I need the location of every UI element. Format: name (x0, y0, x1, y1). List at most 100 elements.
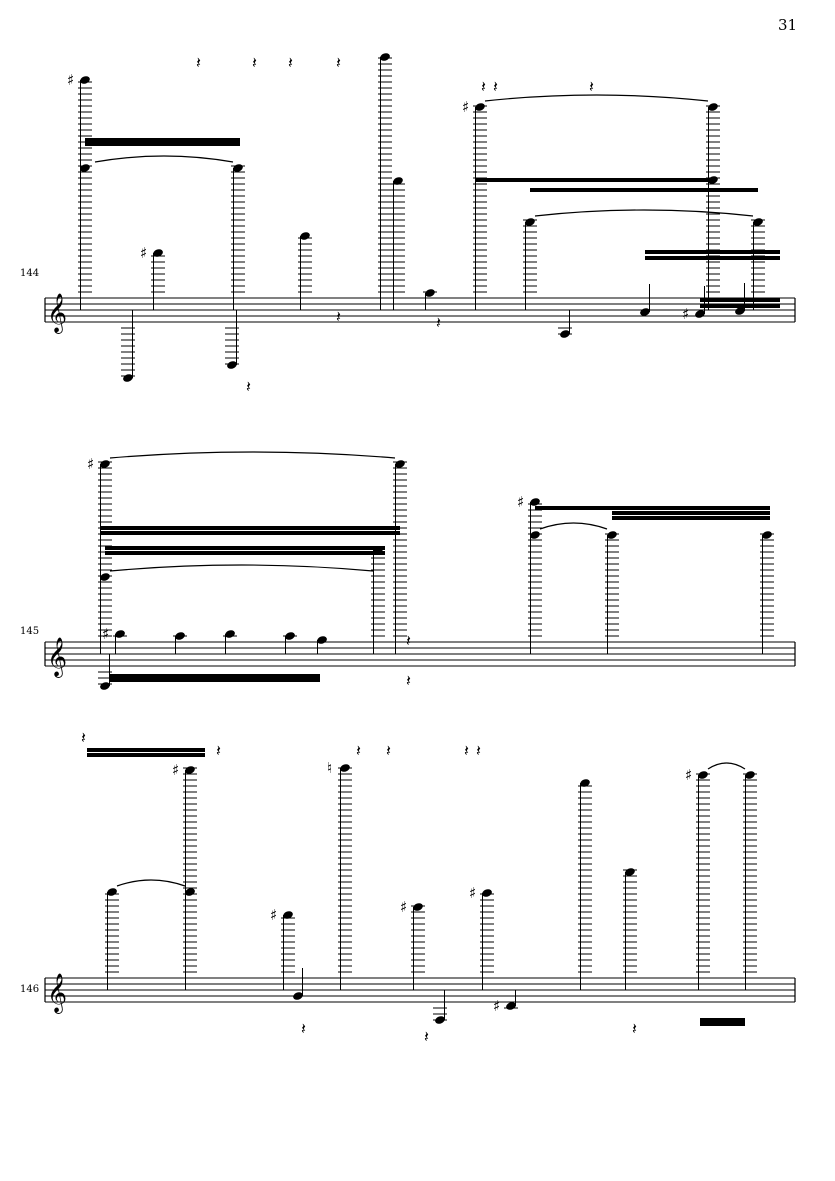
rest-icon: 𝄽 (336, 307, 341, 326)
page-number: 31 (778, 16, 797, 34)
notehead (475, 103, 485, 111)
beam (476, 178, 713, 182)
rest-icon: 𝄽 (216, 741, 221, 760)
beam (530, 188, 758, 192)
tie (534, 209, 754, 217)
notehead (698, 771, 708, 779)
notehead (227, 361, 237, 369)
notehead (283, 911, 293, 919)
notehead (285, 632, 295, 640)
rest-icon: 𝄽 (336, 53, 341, 72)
notehead (745, 771, 755, 779)
notehead (425, 289, 435, 297)
notehead (107, 888, 117, 896)
sharp-icon: ♯ (517, 493, 524, 511)
notehead (123, 374, 133, 382)
notehead (340, 764, 350, 772)
treble-clef: 𝄞 (47, 293, 67, 334)
rest-icon: 𝄽 (301, 1019, 306, 1038)
rest-icon: 𝄽 (476, 741, 481, 760)
notehead (560, 330, 570, 338)
beam (700, 1018, 745, 1022)
notehead (380, 53, 390, 61)
notehead (708, 103, 718, 111)
rest-icon: 𝄽 (356, 741, 361, 760)
notehead (735, 307, 745, 315)
notehead (175, 632, 185, 640)
notehead (580, 779, 590, 787)
sharp-icon: ♯ (270, 906, 277, 924)
notehead (607, 531, 617, 539)
notehead (393, 177, 403, 185)
measure-number: 145 (20, 626, 39, 637)
beam (105, 551, 385, 555)
natural-icon: ♮ (327, 759, 332, 777)
rest-icon: 𝄽 (81, 728, 86, 747)
notehead (80, 76, 90, 84)
rest-icon: 𝄽 (589, 77, 594, 96)
system-144: 144 𝄞♯♯♯♯𝄽𝄽𝄽𝄽𝄽𝄽𝄽𝄽𝄽𝄽 (20, 53, 796, 396)
beam (612, 511, 770, 515)
beam (645, 256, 780, 260)
notehead (482, 889, 492, 897)
notehead (115, 630, 125, 638)
sharp-icon: ♯ (140, 244, 147, 262)
notehead (185, 766, 195, 774)
notehead (100, 460, 110, 468)
tie (484, 94, 709, 102)
notehead (100, 682, 110, 690)
notehead (300, 232, 310, 240)
treble-clef: 𝄞 (47, 973, 67, 1014)
tie (539, 522, 608, 530)
beam (612, 516, 770, 520)
rest-icon: 𝄽 (252, 53, 257, 72)
rest-icon: 𝄽 (424, 1027, 429, 1046)
beam (110, 678, 320, 682)
rest-icon: 𝄽 (246, 377, 251, 396)
notehead (506, 1002, 516, 1010)
beam (100, 526, 400, 530)
rest-icon: 𝄽 (386, 741, 391, 760)
notehead (530, 531, 540, 539)
sharp-icon: ♯ (493, 997, 500, 1015)
notehead (625, 868, 635, 876)
tie (116, 879, 186, 887)
notehead (293, 992, 303, 1000)
notehead (640, 308, 650, 316)
notehead (395, 460, 405, 468)
rest-icon: 𝄽 (464, 741, 469, 760)
rest-icon: 𝄽 (481, 77, 486, 96)
beam (535, 506, 770, 510)
tie (94, 155, 234, 163)
tie (109, 564, 374, 572)
notehead (695, 310, 705, 318)
rest-icon: 𝄽 (406, 631, 411, 650)
measure-number: 146 (20, 984, 39, 995)
beam (87, 748, 205, 752)
notehead (525, 218, 535, 226)
rest-icon: 𝄽 (288, 53, 293, 72)
sharp-icon: ♯ (400, 898, 407, 916)
sharp-icon: ♯ (462, 98, 469, 116)
tie (707, 762, 746, 770)
notehead (317, 636, 327, 644)
measure-number: 144 (20, 268, 39, 279)
sharp-icon: ♯ (87, 455, 94, 473)
notehead (100, 573, 110, 581)
rest-icon: 𝄽 (406, 671, 411, 690)
system-145: 145 𝄞♯♯♯𝄽𝄽 (20, 455, 796, 690)
beam (85, 142, 240, 146)
rest-icon: 𝄽 (493, 77, 498, 96)
notehead (413, 903, 423, 911)
system-146: 146 𝄞♯♯♮♯♯♯♯𝄽𝄽𝄽𝄽𝄽𝄽𝄽𝄽𝄽 (20, 728, 796, 1046)
beam (700, 1022, 745, 1026)
notehead (233, 164, 243, 172)
beam (100, 531, 400, 535)
beam (105, 546, 385, 550)
rest-icon: 𝄽 (632, 1019, 637, 1038)
notehead (153, 249, 163, 257)
tie (109, 451, 396, 459)
sharp-icon: ♯ (67, 71, 74, 89)
beam (700, 304, 780, 308)
